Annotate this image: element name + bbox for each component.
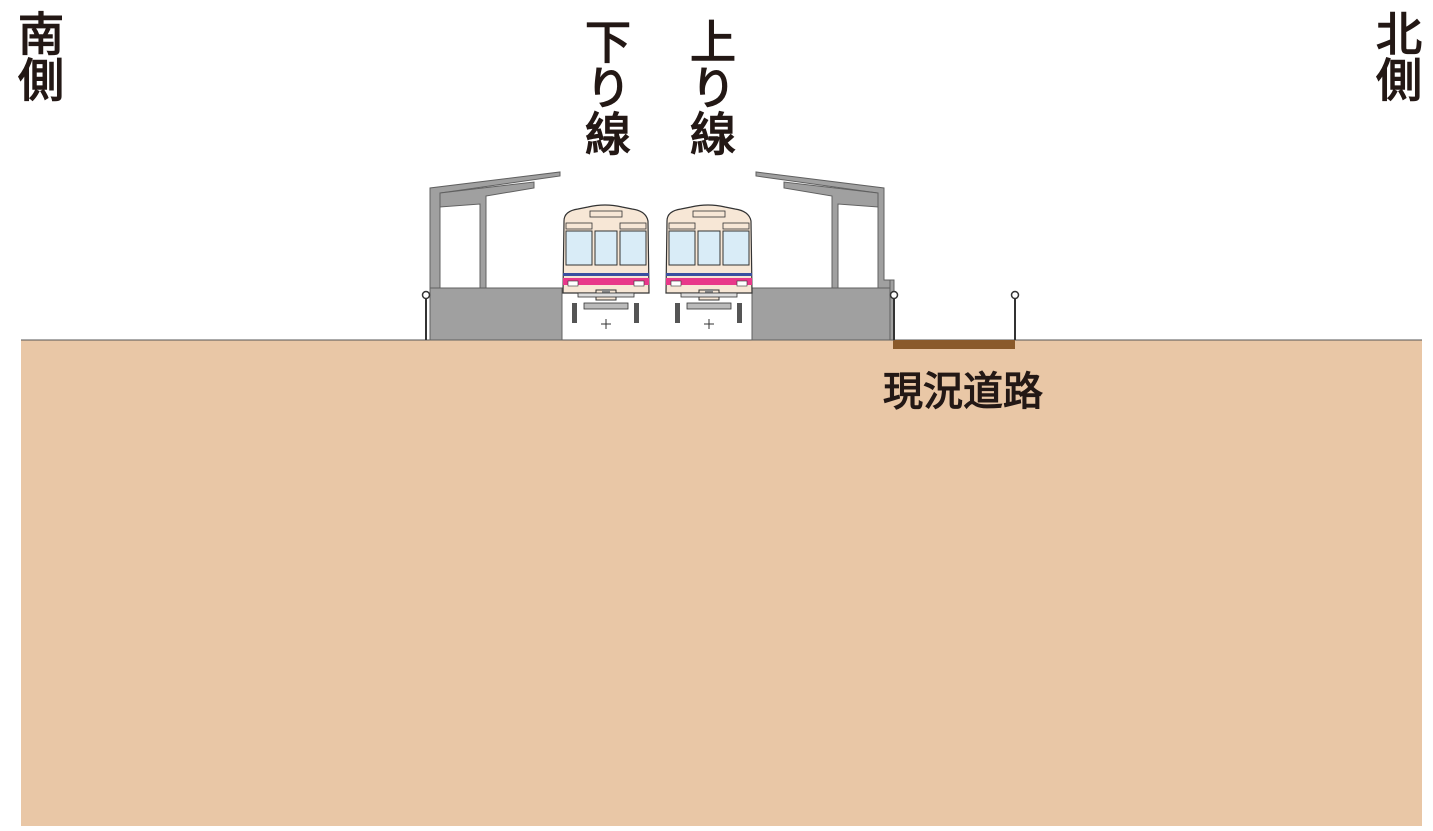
south-fence-post: [421, 290, 431, 340]
down-line-train: [562, 204, 650, 329]
north-side-label: 北側: [1369, 10, 1423, 102]
existing-road-label: 現況道路: [883, 369, 1043, 415]
north-platform: [751, 171, 895, 341]
ground: [21, 340, 1422, 826]
north-fence-post: [889, 290, 899, 340]
road-fence-post: [1010, 290, 1020, 340]
down-line-label: 下り線: [578, 18, 632, 156]
road-surface: [893, 340, 1015, 349]
up-line-label: 上り線: [683, 18, 737, 156]
south-side-label: 南側: [11, 10, 65, 102]
south-platform: [429, 171, 563, 341]
up-line-train: [665, 204, 753, 329]
